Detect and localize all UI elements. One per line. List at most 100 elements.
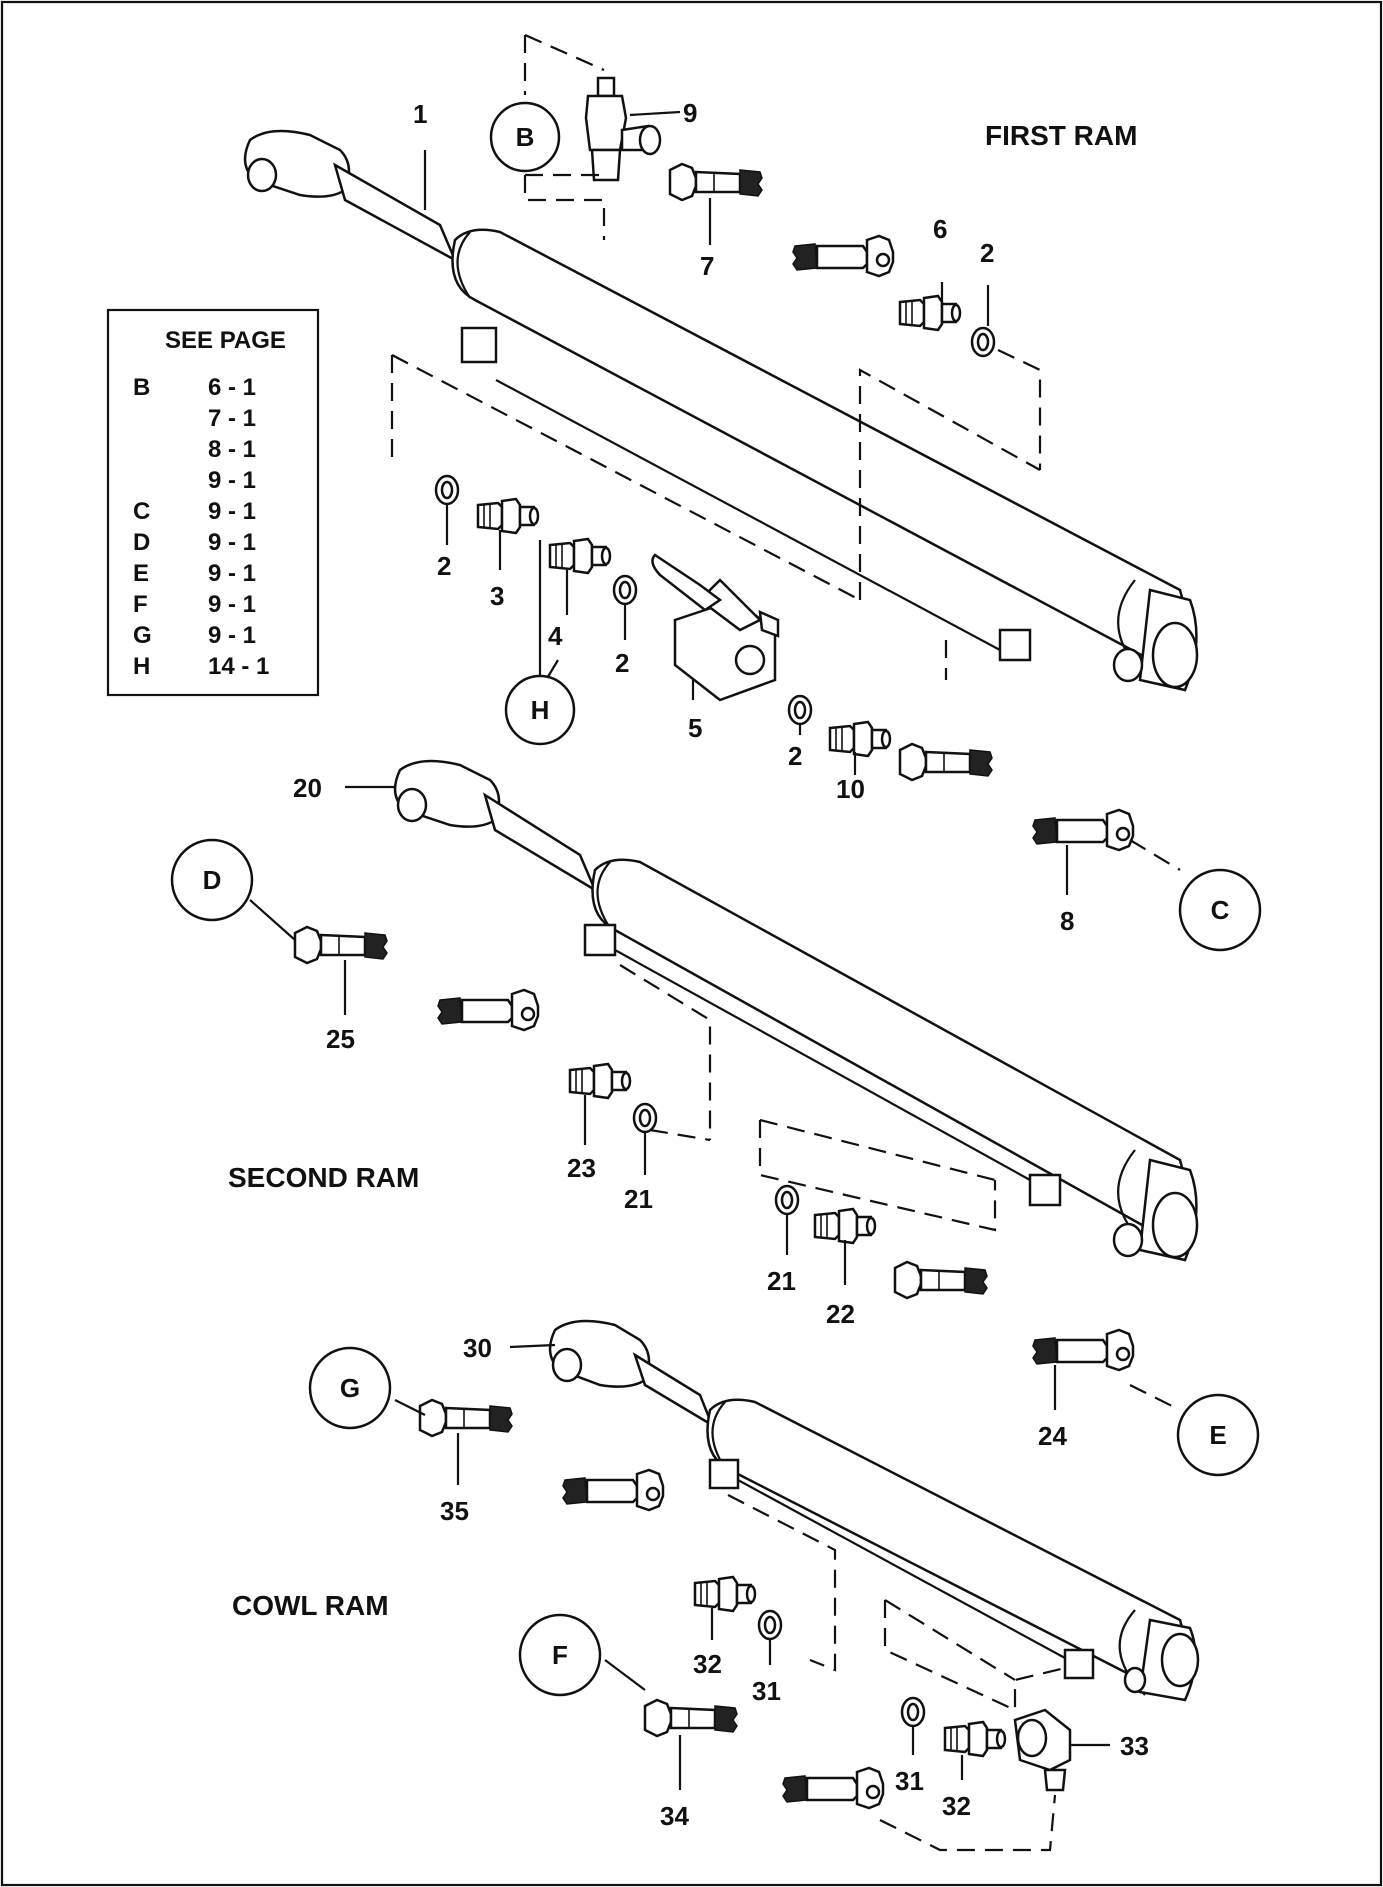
part-number-6: 6 xyxy=(933,214,947,244)
washer-21-lower xyxy=(774,1184,800,1216)
hose-fitting-25 xyxy=(293,925,389,965)
elbow-fitting-33 xyxy=(1013,1708,1072,1792)
see-page-ref: D xyxy=(133,529,150,556)
first-ram-cylinder xyxy=(243,129,1199,692)
washer-31-upper xyxy=(757,1609,783,1641)
hose-fitting-7 xyxy=(668,162,764,202)
see-page-ref: B xyxy=(133,374,150,401)
cowl-ram-title: COWL RAM xyxy=(232,1590,389,1621)
hose-fitting-24 xyxy=(1031,1328,1135,1372)
part-number-7: 7 xyxy=(700,251,714,281)
see-page-page: 9 - 1 xyxy=(208,560,256,587)
part-number-2: 2 xyxy=(980,238,994,268)
callout-g-letter: G xyxy=(340,1373,360,1403)
see-page-page: 9 - 1 xyxy=(208,622,256,649)
part-number-5: 5 xyxy=(688,713,702,743)
part-number-10: 10 xyxy=(836,774,865,804)
washer-2-right xyxy=(787,694,813,726)
part-number-34: 34 xyxy=(660,1801,689,1831)
part-number-31: 31 xyxy=(752,1676,781,1706)
part-number-2: 2 xyxy=(615,648,629,678)
hose-fitting-first-lower xyxy=(898,742,994,782)
part-number-20: 20 xyxy=(293,773,322,803)
adapter-32-upper xyxy=(693,1575,757,1613)
part-number-31: 31 xyxy=(895,1766,924,1796)
callout-f-letter: F xyxy=(552,1640,568,1670)
washer-2-left xyxy=(434,474,460,506)
first-ram-title: FIRST RAM xyxy=(985,120,1137,151)
callout-h: H xyxy=(504,674,576,746)
see-page-page: 14 - 1 xyxy=(208,653,269,680)
washer-31-lower xyxy=(900,1696,926,1728)
cowl-ram-cylinder xyxy=(548,1319,1200,1702)
see-page-ref: H xyxy=(133,653,150,680)
adapter-4 xyxy=(548,537,612,575)
see-page-table: SEE PAGE B 6 - 1 7 - 1 8 - 1 9 - 1 C 9 -… xyxy=(106,308,320,697)
part-number-21: 21 xyxy=(767,1266,796,1296)
part-number-2: 2 xyxy=(437,551,451,581)
adapter-23 xyxy=(568,1062,632,1100)
callout-c: C xyxy=(1178,868,1262,952)
hose-fitting-second-lower xyxy=(893,1260,989,1300)
hose-fitting-35 xyxy=(418,1398,514,1438)
see-page-page: 8 - 1 xyxy=(208,436,256,463)
see-page-page: 9 - 1 xyxy=(208,591,256,618)
part-number-9: 9 xyxy=(683,98,697,128)
adapter-6 xyxy=(898,294,962,332)
part-number-23: 23 xyxy=(567,1153,596,1183)
callout-g: G xyxy=(308,1346,392,1430)
second-ram-title: SECOND RAM xyxy=(228,1162,419,1193)
callout-b: B xyxy=(489,101,561,173)
callout-d: D xyxy=(170,838,254,922)
adapter-3 xyxy=(476,497,540,535)
callout-f: F xyxy=(518,1613,602,1697)
second-ram-cylinder xyxy=(393,759,1199,1262)
part-number-2: 2 xyxy=(788,741,802,771)
adapter-32-lower xyxy=(943,1720,1007,1758)
see-page-ref: E xyxy=(133,560,149,587)
callout-h-letter: H xyxy=(531,695,550,725)
hose-fitting-7b xyxy=(791,234,895,278)
hose-fitting-8 xyxy=(1031,808,1135,852)
part-number-35: 35 xyxy=(440,1496,469,1526)
part-number-1: 1 xyxy=(413,99,427,129)
callout-b-letter: B xyxy=(516,122,535,152)
hose-fitting-34 xyxy=(643,1698,739,1738)
see-page-page: 7 - 1 xyxy=(208,405,256,432)
part-number-4: 4 xyxy=(548,621,563,651)
callout-e: E xyxy=(1176,1393,1260,1477)
part-number-25: 25 xyxy=(326,1024,355,1054)
see-page-ref: F xyxy=(133,591,148,618)
adapter-22 xyxy=(813,1207,877,1245)
part-number-24: 24 xyxy=(1038,1421,1067,1451)
part-number-30: 30 xyxy=(463,1333,492,1363)
washer-21-upper xyxy=(632,1102,658,1134)
see-page-page: 6 - 1 xyxy=(208,374,256,401)
part-number-33: 33 xyxy=(1120,1731,1149,1761)
hose-fitting-second-upper xyxy=(436,988,540,1032)
tee-fitting-9 xyxy=(584,76,662,182)
see-page-page: 9 - 1 xyxy=(208,498,256,525)
part-number-22: 22 xyxy=(826,1299,855,1329)
part-number-32: 32 xyxy=(942,1791,971,1821)
part-number-3: 3 xyxy=(490,581,504,611)
callout-e-letter: E xyxy=(1209,1420,1226,1450)
hose-fitting-cowl-upper xyxy=(561,1468,665,1512)
part-number-8: 8 xyxy=(1060,906,1074,936)
see-page-page: 9 - 1 xyxy=(208,529,256,556)
washer-2-mid xyxy=(612,574,638,606)
see-page-page: 9 - 1 xyxy=(208,467,256,494)
see-page-ref: G xyxy=(133,622,152,649)
part-number-21: 21 xyxy=(624,1184,653,1214)
ball-valve-5 xyxy=(651,553,780,702)
part-number-32: 32 xyxy=(693,1649,722,1679)
see-page-ref: C xyxy=(133,498,150,525)
hose-fitting-cowl-lower xyxy=(781,1766,885,1810)
callout-d-letter: D xyxy=(203,865,222,895)
see-page-title: SEE PAGE xyxy=(165,327,286,354)
callout-c-letter: C xyxy=(1211,895,1230,925)
adapter-10 xyxy=(828,720,892,758)
washer-2-top xyxy=(970,326,996,358)
